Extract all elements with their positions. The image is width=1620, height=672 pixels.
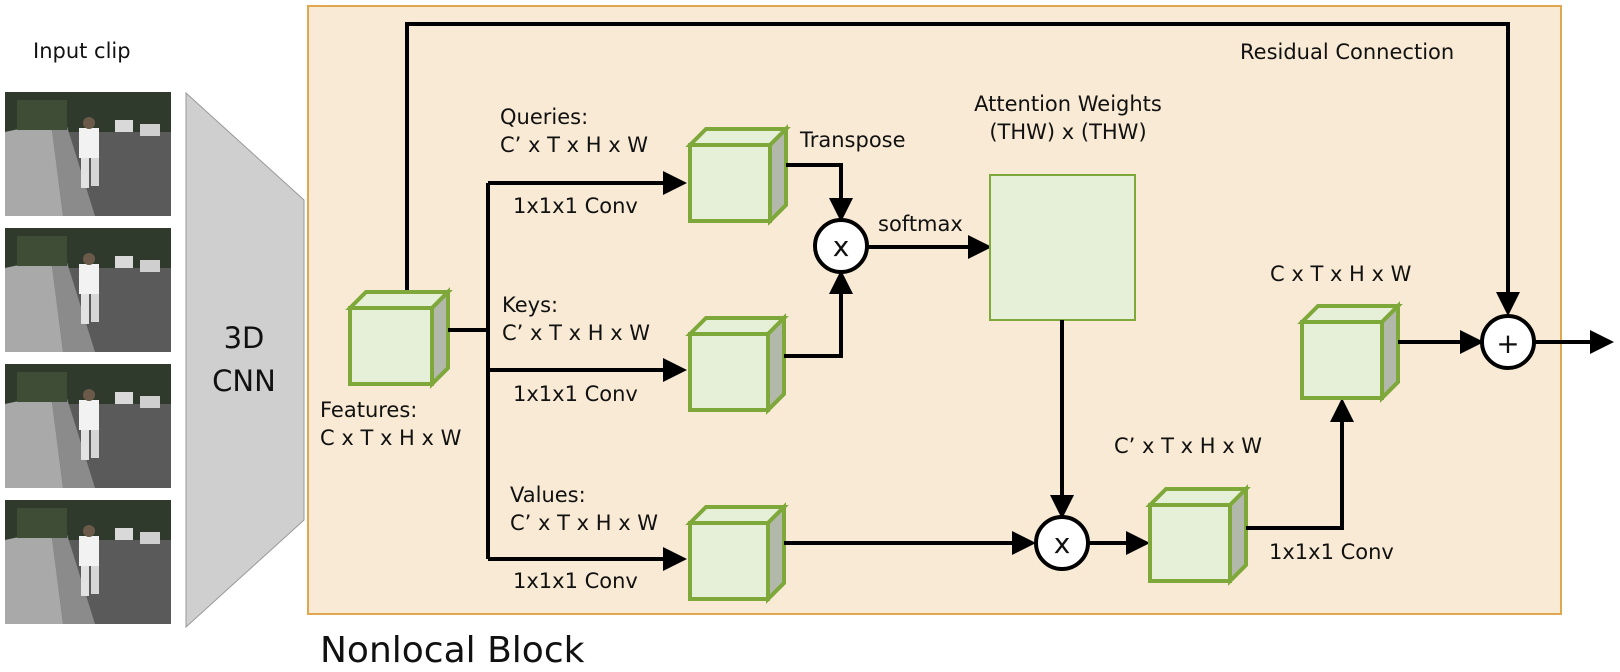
weighted-to-output-conv: [1246, 398, 1354, 530]
keys-conv-label: 1x1x1 Conv: [513, 382, 638, 406]
block-title: Nonlocal Block: [320, 630, 585, 671]
cnn-shape: [185, 91, 305, 629]
weighted-cube: [1145, 484, 1251, 586]
clip-frame-1: [5, 92, 171, 216]
queries-cube: [685, 124, 791, 226]
attention-multiply-symbol: x: [833, 230, 850, 263]
clip-frame-2: [5, 228, 171, 352]
transpose-label: Transpose: [799, 128, 906, 152]
input-clip-frames: [5, 92, 171, 624]
residual-path: [405, 22, 1520, 316]
weighted-shape: C’ x T x H x W: [1114, 434, 1262, 458]
values-title: Values:: [510, 483, 586, 507]
keys-title: Keys:: [502, 293, 558, 317]
cnn-label-line2: CNN: [212, 364, 276, 398]
values-shape: C’ x T x H x W: [510, 511, 658, 535]
queries-shape: C’ x T x H x W: [500, 133, 648, 157]
features-shape: C x T x H x W: [320, 426, 462, 450]
queries-title: Queries:: [500, 105, 588, 129]
cnn-label-line1: 3D: [224, 321, 265, 355]
output-conv-label: 1x1x1 Conv: [1269, 540, 1394, 564]
output-shape: C x T x H x W: [1270, 262, 1412, 286]
clip-frame-3: [5, 364, 171, 488]
clip-frame-4: [5, 500, 171, 624]
queries-conv-label: 1x1x1 Conv: [513, 194, 638, 218]
keys-cube: [685, 313, 789, 415]
attention-shape: (THW) x (THW): [989, 120, 1146, 144]
residual-label: Residual Connection: [1240, 40, 1454, 64]
weighted-multiply-symbol: x: [1054, 527, 1071, 560]
attention-weights-box: [989, 174, 1136, 321]
values-cube: [685, 502, 789, 604]
attention-title: Attention Weights: [974, 92, 1162, 116]
keys-to-multiply: [784, 270, 853, 358]
output-cube: [1297, 301, 1403, 403]
features-cube: [345, 287, 453, 389]
values-conv-label: 1x1x1 Conv: [513, 569, 638, 593]
features-title: Features:: [320, 398, 417, 422]
softmax-label: softmax: [878, 212, 963, 236]
keys-shape: C’ x T x H x W: [502, 321, 650, 345]
input-clip-label: Input clip: [33, 39, 131, 63]
sum-symbol: +: [1496, 327, 1519, 360]
queries-to-multiply: [786, 163, 853, 222]
